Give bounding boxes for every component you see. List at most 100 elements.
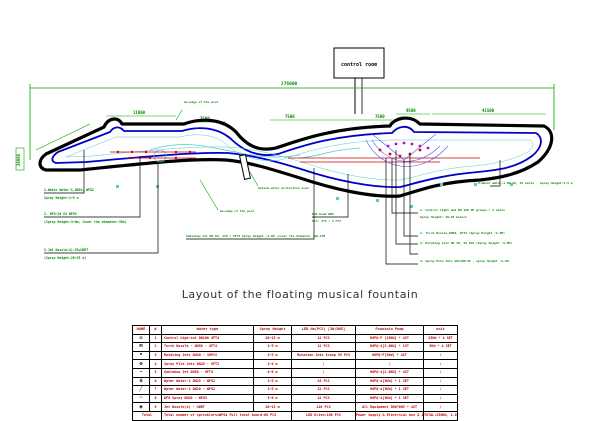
callout-5-line-2: Set: 4*5 = 4 FT2 — [312, 219, 341, 223]
callout-10-line-2: Spray Height:1~5 m — [540, 181, 573, 185]
row-symbol: ∽ — [132, 367, 150, 378]
drawing-caption: Layout of the floating musical fountain — [181, 288, 419, 301]
segment-dimension-3: 7500 — [285, 114, 295, 119]
row-pump: HGPQ-4[3KW] * 1 SET — [355, 385, 424, 395]
spray-markers — [116, 183, 513, 208]
row-symbol: ⊞ — [132, 342, 150, 352]
equipment-table: NAME # Water type Spray Height LED No(PC… — [132, 325, 458, 421]
row-unit: / — [423, 350, 458, 361]
row-unit: / — [423, 359, 458, 369]
row-pump: All Equipment 3KW*DN5 * 4ST — [355, 402, 424, 412]
callout-4-line-1: Gablebow Jet DN 50, 370 = GFT4 Spray Hei… — [186, 234, 325, 238]
row-number: 8 — [149, 393, 162, 404]
callout-3-line-1: 3.Jet Nozzle(4)-25+UDRT — [44, 248, 88, 252]
row-symbol: ≡ — [132, 376, 150, 387]
control-room-label: control room — [341, 62, 377, 68]
row-unit: / — [423, 367, 458, 378]
row-water-type: Water Water-1 DN25 - WFG2 — [161, 376, 254, 387]
pool-edge-bottom-label: Ge-edge of the pool — [220, 209, 255, 213]
control-room-box — [333, 47, 385, 79]
jet-nozzle-circle — [153, 149, 167, 163]
row-led: / — [291, 367, 356, 378]
row-spray-height: 4~6 m — [253, 367, 292, 378]
magenta-jets — [386, 141, 430, 150]
row-number: 6 — [149, 376, 162, 387]
left-dimension-box — [15, 147, 25, 171]
gablebow-wave-2 — [299, 147, 361, 159]
row-led: 28 PCS — [291, 376, 356, 387]
callout-3-line-2: (Spray Height:20~25 m) — [44, 256, 86, 260]
jet-rows — [110, 151, 480, 163]
row-water-type: Gablebow Jet DN50 - GFT4 — [161, 367, 254, 378]
row-number: 5 — [149, 367, 162, 378]
jet-dots — [116, 148, 422, 160]
row-unit: / — [423, 376, 458, 387]
callout-10-line-1: 5.Water Water-1 DN 25, 28 units — [478, 181, 534, 185]
total-unit: TOTAL:250KW, 2.0 SET — [423, 410, 458, 421]
segment-dimension-4: 7500 — [375, 114, 385, 119]
row-pump: / — [355, 359, 424, 369]
row-spray-height: 20~25 m — [253, 333, 292, 344]
row-water-type: Rotating Jets DN40 - 39PCS — [161, 350, 254, 361]
row-led: 12 PCS — [291, 385, 356, 395]
callout-7-line-1: 2. Torch Nozzle-DN50, GFT4 (Spray Height… — [420, 231, 505, 235]
row-symbol: ⌒ — [132, 393, 150, 404]
row-unit: 3KW * 4 SET — [423, 342, 458, 352]
row-symbol: ⊕ — [132, 359, 150, 369]
row-spray-height: 3~6 m — [253, 393, 292, 404]
header-water-type: Water type — [161, 325, 254, 335]
row-water-type: DFG Spray DN20 - WFG3 — [161, 393, 254, 404]
callout-6-line-2: Spray Height: 20~25 meters — [420, 215, 467, 219]
row-water-type: Torch Nozzle - DN50 - GFT4 — [161, 342, 254, 352]
row-spray-height: 20~25 m — [253, 402, 292, 412]
callout-9-line-1: 4. Spray Pile Jets GP2=DN*45 , spray Hei… — [420, 259, 509, 263]
row-led: / — [291, 359, 356, 369]
row-number: 3 — [149, 350, 162, 361]
row-pump: HGPQ-4[3KW] * 1 SET — [355, 393, 424, 404]
edge-leaders — [175, 109, 259, 211]
callout-6-line-1: 1. Control light and DN 100 PE groups = … — [420, 208, 505, 212]
row-number: 2 — [149, 342, 162, 352]
pool-edge-top-label: Ge-edge of the pool — [184, 100, 219, 104]
row-spray-height: 1~5 m — [253, 342, 292, 352]
row-water-type: Water Water-1 DN20 - WFG2 — [161, 385, 254, 395]
row-number: 4 — [149, 359, 162, 369]
row-spray-height: 1~5 m — [253, 376, 292, 387]
fountain-layout-drawing: control room 276000 11000 7500 7500 7500… — [15, 47, 573, 265]
equipment-table-wrap: NAME # Water type Spray Height LED No(PC… — [132, 325, 458, 421]
row-led: 12 PCS — [291, 342, 356, 352]
row-spray-height: 1~4 m — [253, 359, 292, 369]
total-led: LED Drive:100 PCS — [291, 410, 356, 421]
row-pump: HGPQ-F [15KW] * 4ST — [355, 333, 424, 344]
row-symbol: ◎ — [132, 333, 150, 344]
row-pump: HGPQ-4[3KW] * 1 SET — [355, 376, 424, 387]
row-number: 1 — [149, 333, 162, 344]
row-pump: HGPQ-4[3.0KW] * 4ST — [355, 367, 424, 378]
callout-leaders — [44, 150, 501, 265]
callout-5-line-1: DN5 head DN5 — [312, 212, 334, 216]
left-dimension-label: 20000 — [16, 153, 21, 166]
row-led: 12 PCS — [291, 393, 356, 404]
row-spray-height: 1~5 m — [253, 350, 292, 361]
splash-zone-label: Splash water protection zone — [258, 186, 309, 190]
row-symbol: • — [132, 350, 150, 361]
segment-dimension-5: 9500 — [406, 108, 416, 113]
row-spray-height: 1~5 m — [253, 385, 292, 395]
overall-dimension-label: 276000 — [281, 81, 298, 87]
row-pump: HGPQ-4[3.0KW] * 1ST — [355, 342, 424, 352]
row-symbol: ╱ — [132, 385, 150, 395]
walkway-bridge — [238, 154, 252, 180]
row-unit: / — [423, 385, 458, 395]
gablebow-wave — [149, 144, 301, 158]
header-unit: unit — [423, 325, 458, 335]
callout-2-line-1: 2. DFG-20 E1 WFG3 — [44, 212, 77, 216]
